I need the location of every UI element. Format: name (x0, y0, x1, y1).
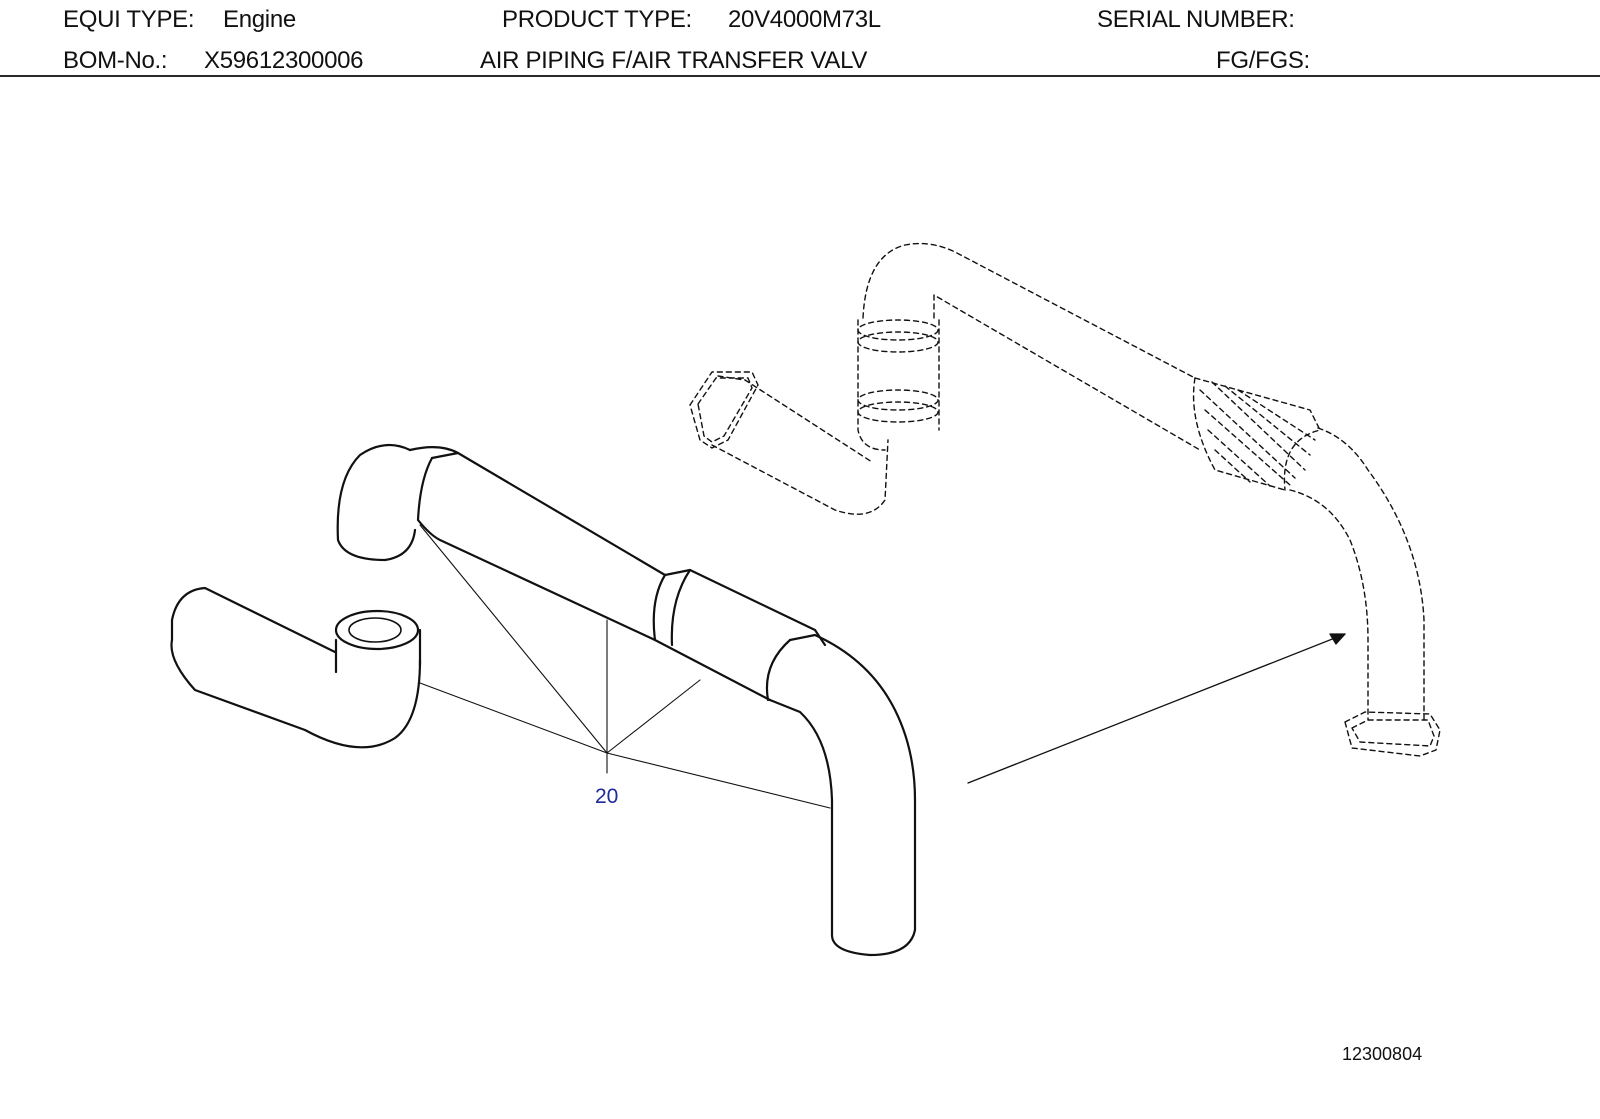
header-rule (0, 75, 1600, 77)
equi-type-value: Engine (223, 6, 296, 33)
equi-type-label: EQUI TYPE: (63, 6, 195, 33)
coupling-sleeve (652, 568, 827, 702)
upper-elbow-pipe (336, 443, 460, 562)
product-type-label: PRODUCT TYPE: (502, 6, 692, 33)
bom-value: X59612300006 (204, 47, 364, 74)
callout-20[interactable]: 20 (595, 785, 619, 808)
drawing-number: 12300804 (1342, 1044, 1423, 1064)
product-type-value: 20V4000M73L (728, 6, 881, 33)
direction-arrow (967, 633, 1346, 784)
serial-number-label: SERIAL NUMBER: (1097, 6, 1295, 33)
main-straight-pipe (416, 451, 667, 642)
callout-leaders (419, 524, 831, 809)
installed-assembly-reference (689, 242, 1441, 757)
lower-left-elbow-pipe (170, 586, 422, 749)
fg-label: FG/FGS: (1216, 47, 1310, 74)
bom-label: BOM-No.: (63, 47, 168, 74)
description: AIR PIPING F/AIR TRANSFER VALV (480, 47, 868, 74)
right-down-bend-pipe (765, 633, 917, 957)
